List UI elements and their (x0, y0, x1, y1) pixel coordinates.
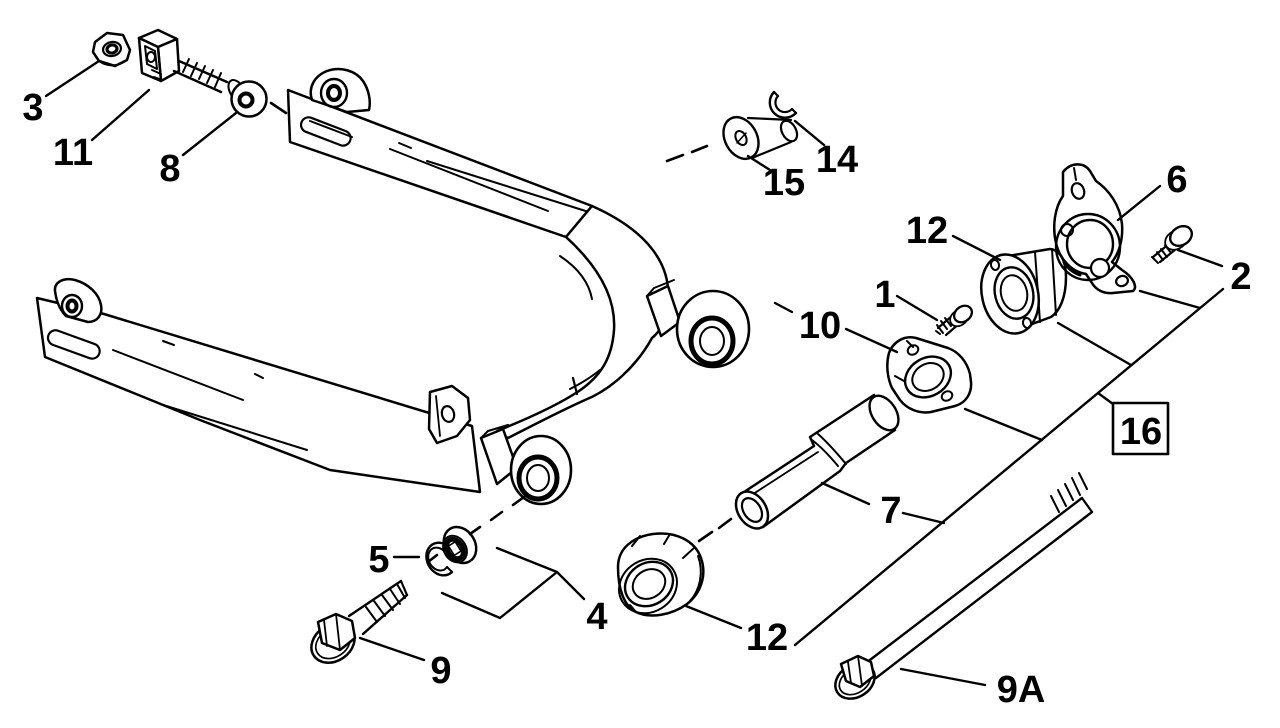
part-label-6: 6 (1166, 159, 1187, 201)
swingarm-upper-arm (286, 88, 594, 239)
part-label-11: 11 (53, 132, 93, 174)
dashed-axis-lines (269, 101, 733, 564)
part-snap-ring-5 (425, 541, 454, 577)
part-adjuster-bolt-8 (172, 58, 268, 118)
part-label-14: 14 (816, 139, 858, 181)
upper-boss-eye-hole (319, 77, 349, 109)
part-label-4: 4 (586, 596, 607, 638)
leader-line-15 (746, 154, 772, 172)
swingarm-crossmember (495, 204, 670, 440)
leader-line-12-upper (951, 234, 1002, 262)
part-washer-15 (722, 115, 799, 161)
part-hex-nut-3 (91, 31, 132, 68)
part-label-7: 7 (880, 490, 901, 532)
part-axle-bolt-9a (834, 472, 1094, 700)
swingarm-drawing (35, 67, 751, 506)
leader-line-14 (793, 119, 826, 147)
leader-lines (44, 59, 1225, 687)
part-e-clip-14 (768, 90, 798, 119)
leader-line-1 (895, 294, 939, 322)
part-label-8: 8 (159, 148, 180, 190)
part-label-5: 5 (368, 539, 389, 581)
leader-trunk-16 (793, 287, 1225, 647)
callout-box-16 (1111, 401, 1170, 456)
part-label-2: 2 (1230, 256, 1251, 298)
leader-branch-16-box (1096, 391, 1115, 406)
part-label-9a: 9A (997, 669, 1046, 711)
part-bearing-5 (442, 525, 478, 565)
swingarm-left-boss (53, 277, 103, 324)
part-spacer-tube-7 (734, 393, 900, 530)
part-label-15: 15 (763, 162, 805, 204)
part-flange-plate-10 (886, 336, 973, 414)
part-bushing-12-upper (980, 247, 1068, 335)
leader-line-3 (44, 59, 101, 98)
part-label-3: 3 (22, 87, 43, 129)
leader-branch-16-flange10 (963, 407, 1044, 442)
part-label-10: 10 (799, 305, 841, 347)
leader-line-9a (899, 667, 987, 687)
leader-line-7b (901, 511, 946, 525)
part-bolt-9 (310, 579, 409, 664)
leader-stub-4 (555, 570, 586, 601)
part-label-12-upper: 12 (906, 210, 948, 252)
part-label-1: 1 (874, 274, 895, 316)
part-label-12-lower: 12 (746, 617, 788, 659)
leader-line-11 (90, 88, 151, 142)
leader-line-9 (358, 636, 426, 662)
part-label-16: 16 (1120, 411, 1162, 453)
leader-line-6 (1116, 184, 1162, 222)
part-retainer-bracket-6 (1053, 163, 1137, 295)
part-bushing-12-lower (616, 532, 705, 617)
left-boss-eye-hole (60, 293, 84, 319)
callout-labels: 3 11 8 15 14 12 6 2 1 10 16 7 5 4 9 12 9… (22, 87, 1251, 711)
swingarm-lower-arm (35, 296, 482, 494)
leader-line-12-lower (684, 604, 743, 630)
part-label-9: 9 (430, 650, 451, 692)
leader-line-10 (844, 327, 899, 354)
leader-line-2 (1176, 248, 1224, 268)
leader-branch-16-bushing12 (1056, 321, 1133, 367)
leader-line-7a (820, 481, 871, 506)
leader-branch-16-bracket6 (1138, 289, 1202, 310)
part-adjuster-block-11 (137, 28, 181, 83)
leader-stub-10 (773, 301, 794, 314)
leader-bracket-4 (440, 546, 559, 620)
part-screw-1 (935, 304, 974, 337)
leader-line-8 (181, 111, 238, 157)
part-screw-2 (1151, 224, 1194, 264)
